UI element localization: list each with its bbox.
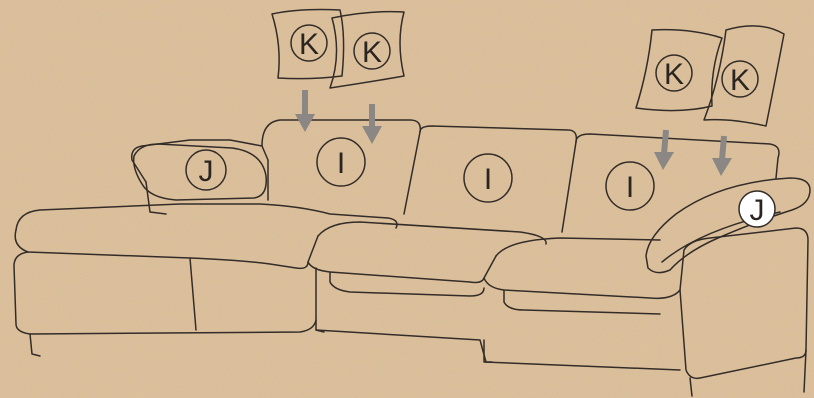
arrow-down-4: [712, 135, 732, 176]
arrow-down-3: [654, 129, 674, 170]
label-i-left: I: [337, 147, 345, 180]
label-k-2: K: [362, 36, 382, 69]
throw-pillow-k-2: K: [329, 10, 405, 89]
label-i-middle: I: [484, 163, 492, 196]
label-circle-i-middle: [463, 153, 513, 203]
label-i-right: I: [626, 171, 634, 204]
label-circle-k-1: [290, 24, 328, 62]
back-cushion-middle: I: [463, 153, 513, 203]
arrow-down-2: [362, 104, 382, 144]
label-k-1: K: [299, 28, 319, 61]
label-circle-k-2: [353, 32, 391, 70]
bolster-left: J: [132, 143, 267, 201]
sofa-line-drawing: [13, 119, 809, 397]
throw-pillow-k-1: K: [271, 8, 345, 80]
placement-arrows: [295, 90, 732, 176]
label-circle-j-left: [185, 149, 227, 191]
label-k-4: K: [730, 64, 750, 97]
label-circle-j-right: [738, 190, 776, 228]
back-cushion-right: I: [605, 161, 655, 211]
label-j-left: J: [199, 155, 214, 188]
label-k-3: K: [664, 58, 684, 91]
arrow-down-1: [295, 90, 315, 132]
throw-pillow-k-4: K: [703, 25, 785, 127]
back-cushion-left: I: [316, 137, 366, 187]
label-circle-k-4: [721, 60, 759, 98]
label-j-right: J: [750, 194, 765, 227]
throw-pillow-k-3: K: [635, 28, 723, 112]
label-circle-i-left: [316, 137, 366, 187]
bolster-right: J: [645, 177, 811, 274]
label-circle-i-right: [605, 161, 655, 211]
label-circle-k-3: [655, 54, 693, 92]
